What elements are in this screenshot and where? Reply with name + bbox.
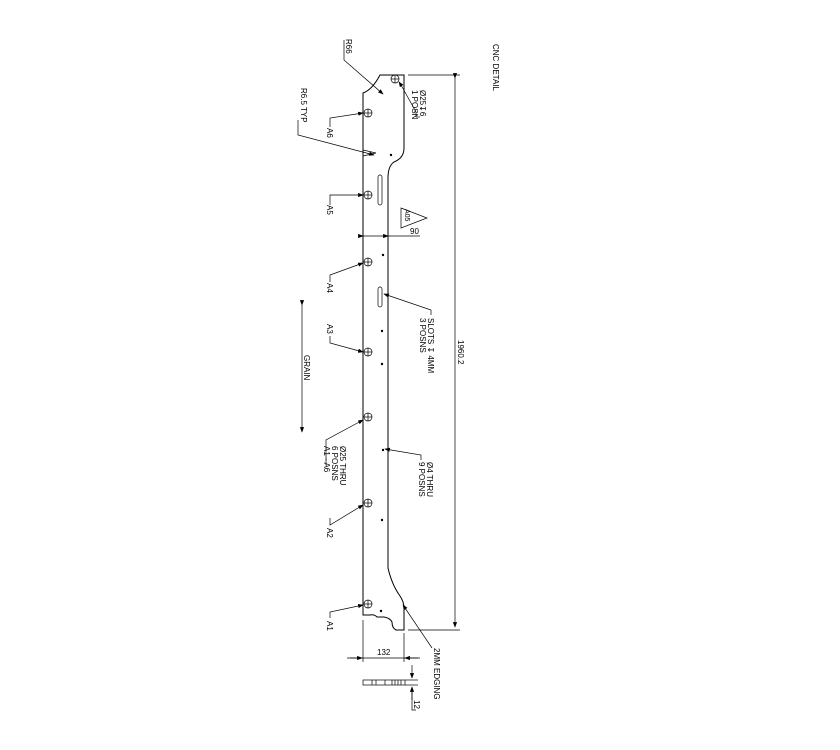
dimension-lines: [347, 73, 460, 711]
notch-r6-5: [362, 149, 377, 157]
label-a3: A3: [325, 324, 334, 334]
label-thru25-2: 6 POSNS: [330, 446, 339, 481]
small-holes-4mm: [379, 153, 393, 613]
label-thru4-1: Ø4 THRU: [425, 462, 434, 497]
label-r66: R66: [344, 39, 353, 54]
label-thru4-2: 9 POSNS: [417, 462, 426, 497]
label-a1: A1: [325, 621, 334, 631]
label-thru25-3: A1 - A6: [322, 446, 331, 473]
label-slots-1: SLOTS ↧ 4MM: [426, 318, 435, 373]
drawing-title: CNC DETAIL: [491, 44, 500, 92]
section-view: [362, 679, 406, 686]
label-a2: A2: [325, 528, 334, 538]
dim-width: 132: [377, 648, 391, 657]
holes-a1-a6: [363, 108, 373, 609]
slots: [377, 174, 383, 308]
label-a6: A6: [325, 128, 334, 138]
label-slots-2: 3 POSNS: [418, 318, 427, 353]
label-a4: A4: [325, 283, 334, 293]
dim-90: 90: [410, 227, 419, 236]
dim-thickness: 12: [412, 700, 421, 709]
label-thru25-1: Ø25 THRU: [338, 446, 347, 486]
label-top-hole-2: 1 POSN: [410, 90, 419, 120]
label-a5: A5: [325, 205, 334, 215]
leaders: [297, 40, 433, 649]
label-a05: A05: [403, 209, 410, 222]
revision-triangle-icon: [400, 207, 428, 229]
label-edging: 2MM EDGING: [432, 648, 441, 700]
label-r6-5: R6.5 TYP: [299, 88, 308, 123]
label-grain: GRAIN: [302, 355, 311, 381]
board-outline: [362, 74, 405, 631]
dim-length: 1960.2: [456, 340, 465, 365]
hole-top: [390, 74, 400, 84]
label-top-hole-1: Ø25↧6: [418, 90, 427, 117]
